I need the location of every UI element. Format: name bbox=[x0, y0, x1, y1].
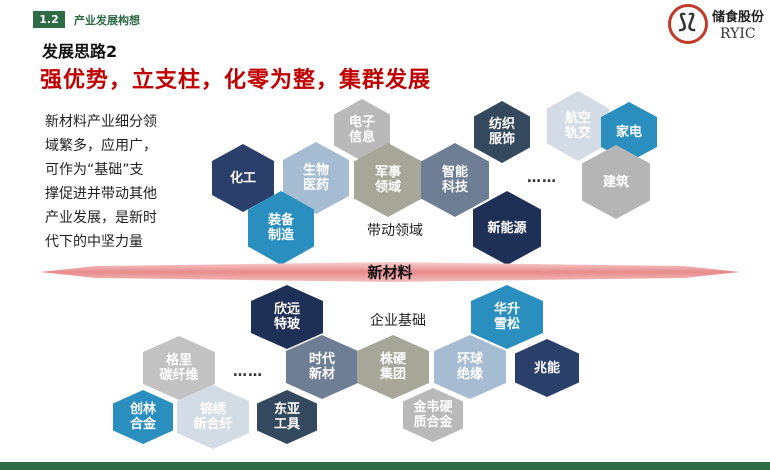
hex-company: 兆能 bbox=[515, 339, 579, 397]
intro-text: 新材料产业细分领 域繁多，应用广， 可作为“基础”支 撑促进并带动其他 产业发展… bbox=[45, 114, 157, 250]
section-title: 产业发展构想 bbox=[74, 14, 140, 27]
hex-company: 创林 合金 bbox=[113, 390, 173, 444]
footer-bar bbox=[0, 462, 770, 470]
hex-company: 华升 雪松 bbox=[471, 285, 543, 349]
bottom-ellipsis: …… bbox=[233, 364, 263, 380]
hex-field: 新能源 bbox=[473, 191, 541, 265]
hex-field: 纺织 服饰 bbox=[474, 101, 530, 163]
logo-figure-icon: ⟆⟅ bbox=[678, 9, 697, 33]
banner-title: 新材料 bbox=[367, 263, 413, 282]
banner-band bbox=[40, 262, 740, 282]
logo-name-cn: 储食股份 bbox=[712, 10, 765, 25]
hex-field: 智能 科技 bbox=[421, 143, 489, 217]
logo-circle-icon bbox=[668, 4, 708, 44]
logo-name-en: RYIC bbox=[720, 26, 756, 42]
hex-company: 株硬 集团 bbox=[357, 335, 429, 399]
top-ellipsis: …… bbox=[527, 170, 557, 186]
company-logo: ⟆⟅ 储食股份 RYIC bbox=[668, 4, 764, 48]
section-number-badge: 1.2 bbox=[33, 11, 65, 28]
top-group-label: 带动领域 bbox=[367, 223, 423, 239]
hex-company: 环球 绝缘 bbox=[434, 335, 506, 399]
bottom-group-label: 企业基础 bbox=[370, 313, 426, 329]
page-subtitle: 发展思路2 bbox=[42, 42, 118, 61]
hex-company: 东亚 工具 bbox=[257, 390, 317, 444]
hex-company: 金韦硬 质合金 bbox=[403, 388, 463, 442]
hex-field: 航空 轨交 bbox=[547, 91, 609, 161]
hex-field: 军事 领域 bbox=[354, 143, 422, 217]
page-headline: 强优势，立支柱，化零为整，集群发展 bbox=[40, 68, 432, 93]
